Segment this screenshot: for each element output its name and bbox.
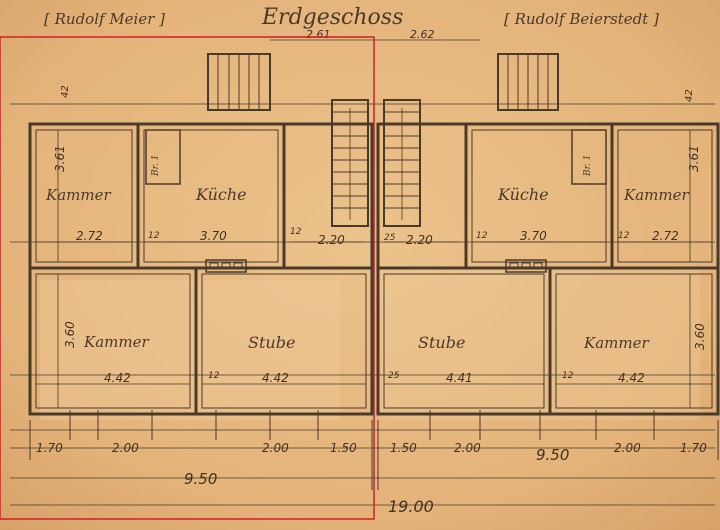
dim-bottom-200-b: 2.00	[262, 441, 289, 455]
dim-441: 4.41	[446, 371, 473, 385]
dim-272-left: 2.72	[76, 229, 103, 243]
owner-right-label: [ Rudolf Beierstedt ]	[504, 10, 659, 28]
dim-25-b: 25	[388, 371, 400, 381]
room-label-br-right: Br. 1	[583, 155, 593, 177]
dim-370-left: 3.70	[200, 229, 227, 243]
room-label-kammer-bottom-right: Kammer	[583, 334, 649, 352]
inner-walls	[35, 129, 713, 409]
stairs-center-left	[331, 99, 369, 227]
dim-bottom-150-a: 1.50	[330, 441, 357, 455]
dim-12-d: 12	[618, 231, 630, 241]
walls	[28, 122, 720, 416]
dim-442-a: 4.42	[104, 371, 131, 385]
dim-total-left: 9.50	[184, 470, 217, 488]
room-label-kammer-top-left: Kammer	[45, 186, 111, 204]
dim-bottom-200-a: 2.00	[112, 441, 139, 455]
dim-bottom-150-b: 1.50	[390, 441, 417, 455]
dim-bottom-170-right: 1.70	[680, 441, 707, 455]
dim-top-right: 2.62	[410, 28, 435, 41]
chimney-box-left	[145, 129, 181, 185]
dim-442-b: 4.42	[262, 371, 289, 385]
dim-total-all: 19.00	[388, 497, 434, 516]
dim-361-right: 3.61	[687, 145, 701, 172]
stove-right	[505, 259, 547, 273]
paper-stain-right	[380, 270, 700, 420]
room-label-kammer-bottom-left: Kammer	[83, 333, 149, 351]
dim-12-e: 12	[208, 371, 220, 381]
dim-442-c: 4.42	[618, 371, 645, 385]
room-label-stube-right: Stube	[418, 333, 465, 352]
room-label-kammer-top-right: Kammer	[623, 186, 689, 204]
dim-220-left: 2.20	[318, 233, 345, 247]
stove-left	[205, 259, 247, 273]
dim-25-a: 25	[384, 233, 396, 243]
plan-title: Erdgeschoss	[261, 5, 403, 30]
room-dim-lines	[36, 130, 712, 408]
room-label-br-left: Br. 1	[151, 155, 161, 177]
dim-361-left: 3.61	[53, 145, 67, 172]
dim-42-left: 42	[60, 85, 71, 98]
room-label-kueche-left: Küche	[195, 185, 247, 204]
dim-12-a: 12	[148, 231, 160, 241]
selection-rectangle[interactable]	[0, 36, 375, 520]
owner-left-label: [ Rudolf Meier ]	[44, 10, 165, 28]
dim-total-right: 9.50	[536, 446, 569, 464]
dim-12-c: 12	[476, 231, 488, 241]
stairs-right-top	[497, 53, 559, 111]
dim-bottom-200-c: 2.00	[454, 441, 481, 455]
dimension-labels: 42 42 3.61 3.61 2.72 12 3.70 12 2.20 25 …	[36, 85, 707, 516]
room-label-stube-left: Stube	[248, 333, 295, 352]
stairs-center-right	[383, 99, 421, 227]
bottom-ticks	[29, 410, 719, 490]
stairs-left-top	[207, 53, 271, 111]
dim-360-left: 3.60	[63, 321, 77, 348]
dim-12-f: 12	[562, 371, 574, 381]
dim-bottom-200-d: 2.00	[614, 441, 641, 455]
dim-220-right: 2.20	[406, 233, 433, 247]
dim-top-left: 2.61	[306, 28, 331, 41]
room-label-kueche-right: Küche	[497, 185, 549, 204]
dim-bottom-170-left: 1.70	[36, 441, 63, 455]
dim-370-right: 3.70	[520, 229, 547, 243]
dim-272-right: 2.72	[652, 229, 679, 243]
chimney-box-right	[571, 129, 607, 185]
dim-12-b: 12	[290, 227, 302, 237]
dim-360-right: 3.60	[693, 323, 707, 350]
dim-42-right: 42	[684, 89, 695, 102]
